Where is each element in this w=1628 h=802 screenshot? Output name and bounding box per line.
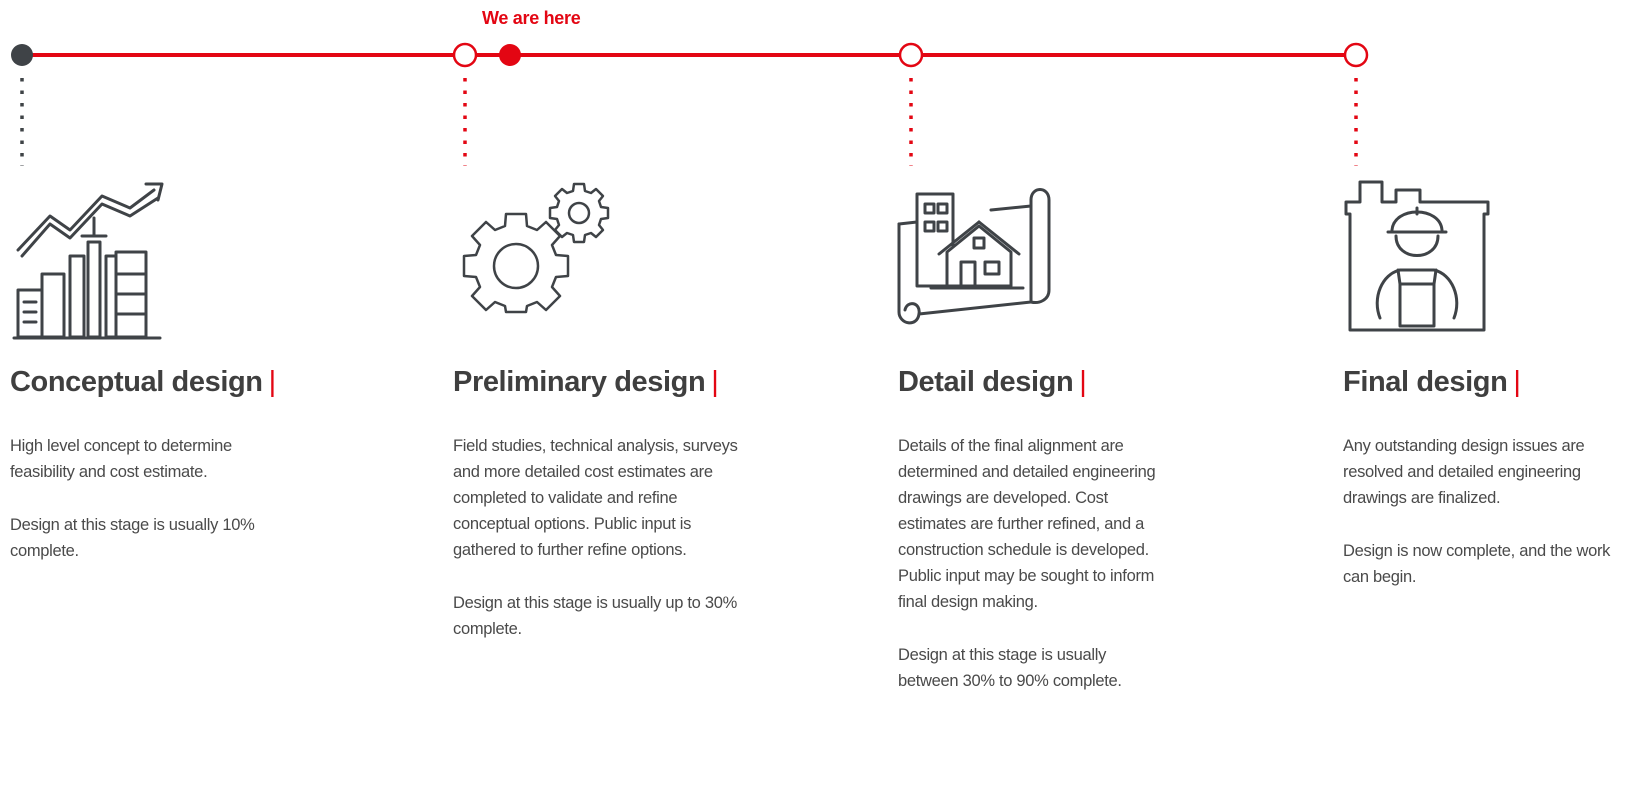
stage-node-detail bbox=[898, 42, 924, 68]
stage-title-final: Final design| bbox=[1343, 366, 1521, 398]
stage-description-text: Field studies, technical analysis, surve… bbox=[453, 437, 738, 559]
stage-completion-text: Design is now complete, and the work can… bbox=[1343, 542, 1611, 586]
title-accent-bar: | bbox=[711, 366, 719, 398]
current-position-marker bbox=[499, 44, 521, 66]
stage-title-detail: Detail design| bbox=[898, 366, 1087, 398]
stage-description-detail: Details of the final alignment are deter… bbox=[898, 433, 1156, 694]
city-growth-icon bbox=[12, 182, 164, 340]
blueprint-icon bbox=[897, 188, 1051, 325]
stage-node-preliminary bbox=[452, 42, 478, 68]
stage-title-preliminary: Preliminary design| bbox=[453, 366, 719, 398]
title-accent-bar: | bbox=[1079, 366, 1087, 398]
gears-icon bbox=[462, 182, 610, 314]
stage-description-final: Any outstanding design issues are resolv… bbox=[1343, 433, 1613, 590]
we-are-here-label: We are here bbox=[482, 8, 581, 28]
stage-node-final bbox=[1343, 42, 1369, 68]
title-accent-bar: | bbox=[268, 366, 277, 398]
title-accent-bar: | bbox=[1513, 366, 1521, 398]
stage-completion-text: Design at this stage is usually up to 30… bbox=[453, 594, 737, 638]
stage-description-text: High level concept to determine feasibil… bbox=[10, 437, 232, 481]
timeline bbox=[11, 42, 1369, 166]
stage-description-text: Any outstanding design issues are resolv… bbox=[1343, 437, 1585, 507]
stage-description-conceptual: High level concept to determine feasibil… bbox=[10, 433, 300, 564]
construction-worker-icon bbox=[1344, 180, 1490, 332]
stage-completion-text: Design at this stage is usually between … bbox=[898, 646, 1122, 690]
stage-completion-text: Design at this stage is usually 10% comp… bbox=[10, 516, 255, 560]
stage-description-preliminary: Field studies, technical analysis, surve… bbox=[453, 433, 753, 642]
stage-description-text: Details of the final alignment are deter… bbox=[898, 437, 1156, 611]
stage-node-conceptual bbox=[11, 44, 33, 66]
stage-title-conceptual: Conceptual design| bbox=[10, 366, 277, 398]
